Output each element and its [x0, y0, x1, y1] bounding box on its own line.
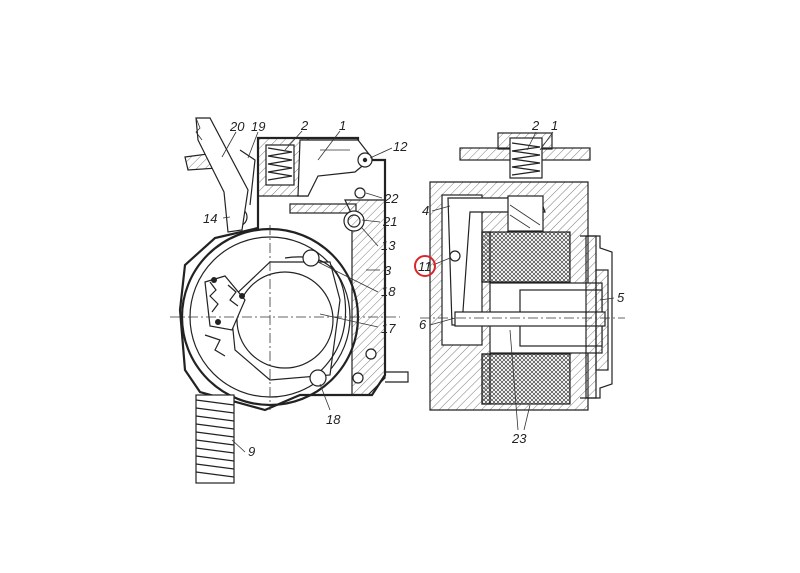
label-11: 11: [418, 259, 432, 274]
label-5: 5: [617, 290, 625, 305]
label-19: 19: [251, 119, 265, 134]
label-2-left: 2: [300, 118, 309, 133]
label-1-right: 1: [551, 118, 558, 133]
label-4: 4: [422, 203, 429, 218]
label-14: 14: [203, 211, 217, 226]
label-22: 22: [383, 191, 399, 206]
label-13: 13: [381, 238, 396, 253]
label-18-bottom: 18: [326, 412, 341, 427]
label-17: 17: [381, 321, 396, 336]
label-12: 12: [393, 139, 408, 154]
left-view: [170, 117, 409, 484]
label-9: 9: [248, 444, 255, 459]
labels: 20 19 2 1 12 22 21 14 13 3 18 17 18 9 2 …: [203, 118, 625, 459]
label-6: 6: [419, 317, 427, 332]
label-3: 3: [384, 263, 392, 278]
highlight-circle: [414, 255, 436, 277]
label-23: 23: [511, 431, 527, 446]
label-1-left: 1: [339, 118, 346, 133]
label-21: 21: [382, 214, 397, 229]
label-18-top: 18: [381, 284, 396, 299]
label-20: 20: [229, 119, 245, 134]
right-view: [420, 131, 625, 431]
label-2-right: 2: [531, 118, 540, 133]
